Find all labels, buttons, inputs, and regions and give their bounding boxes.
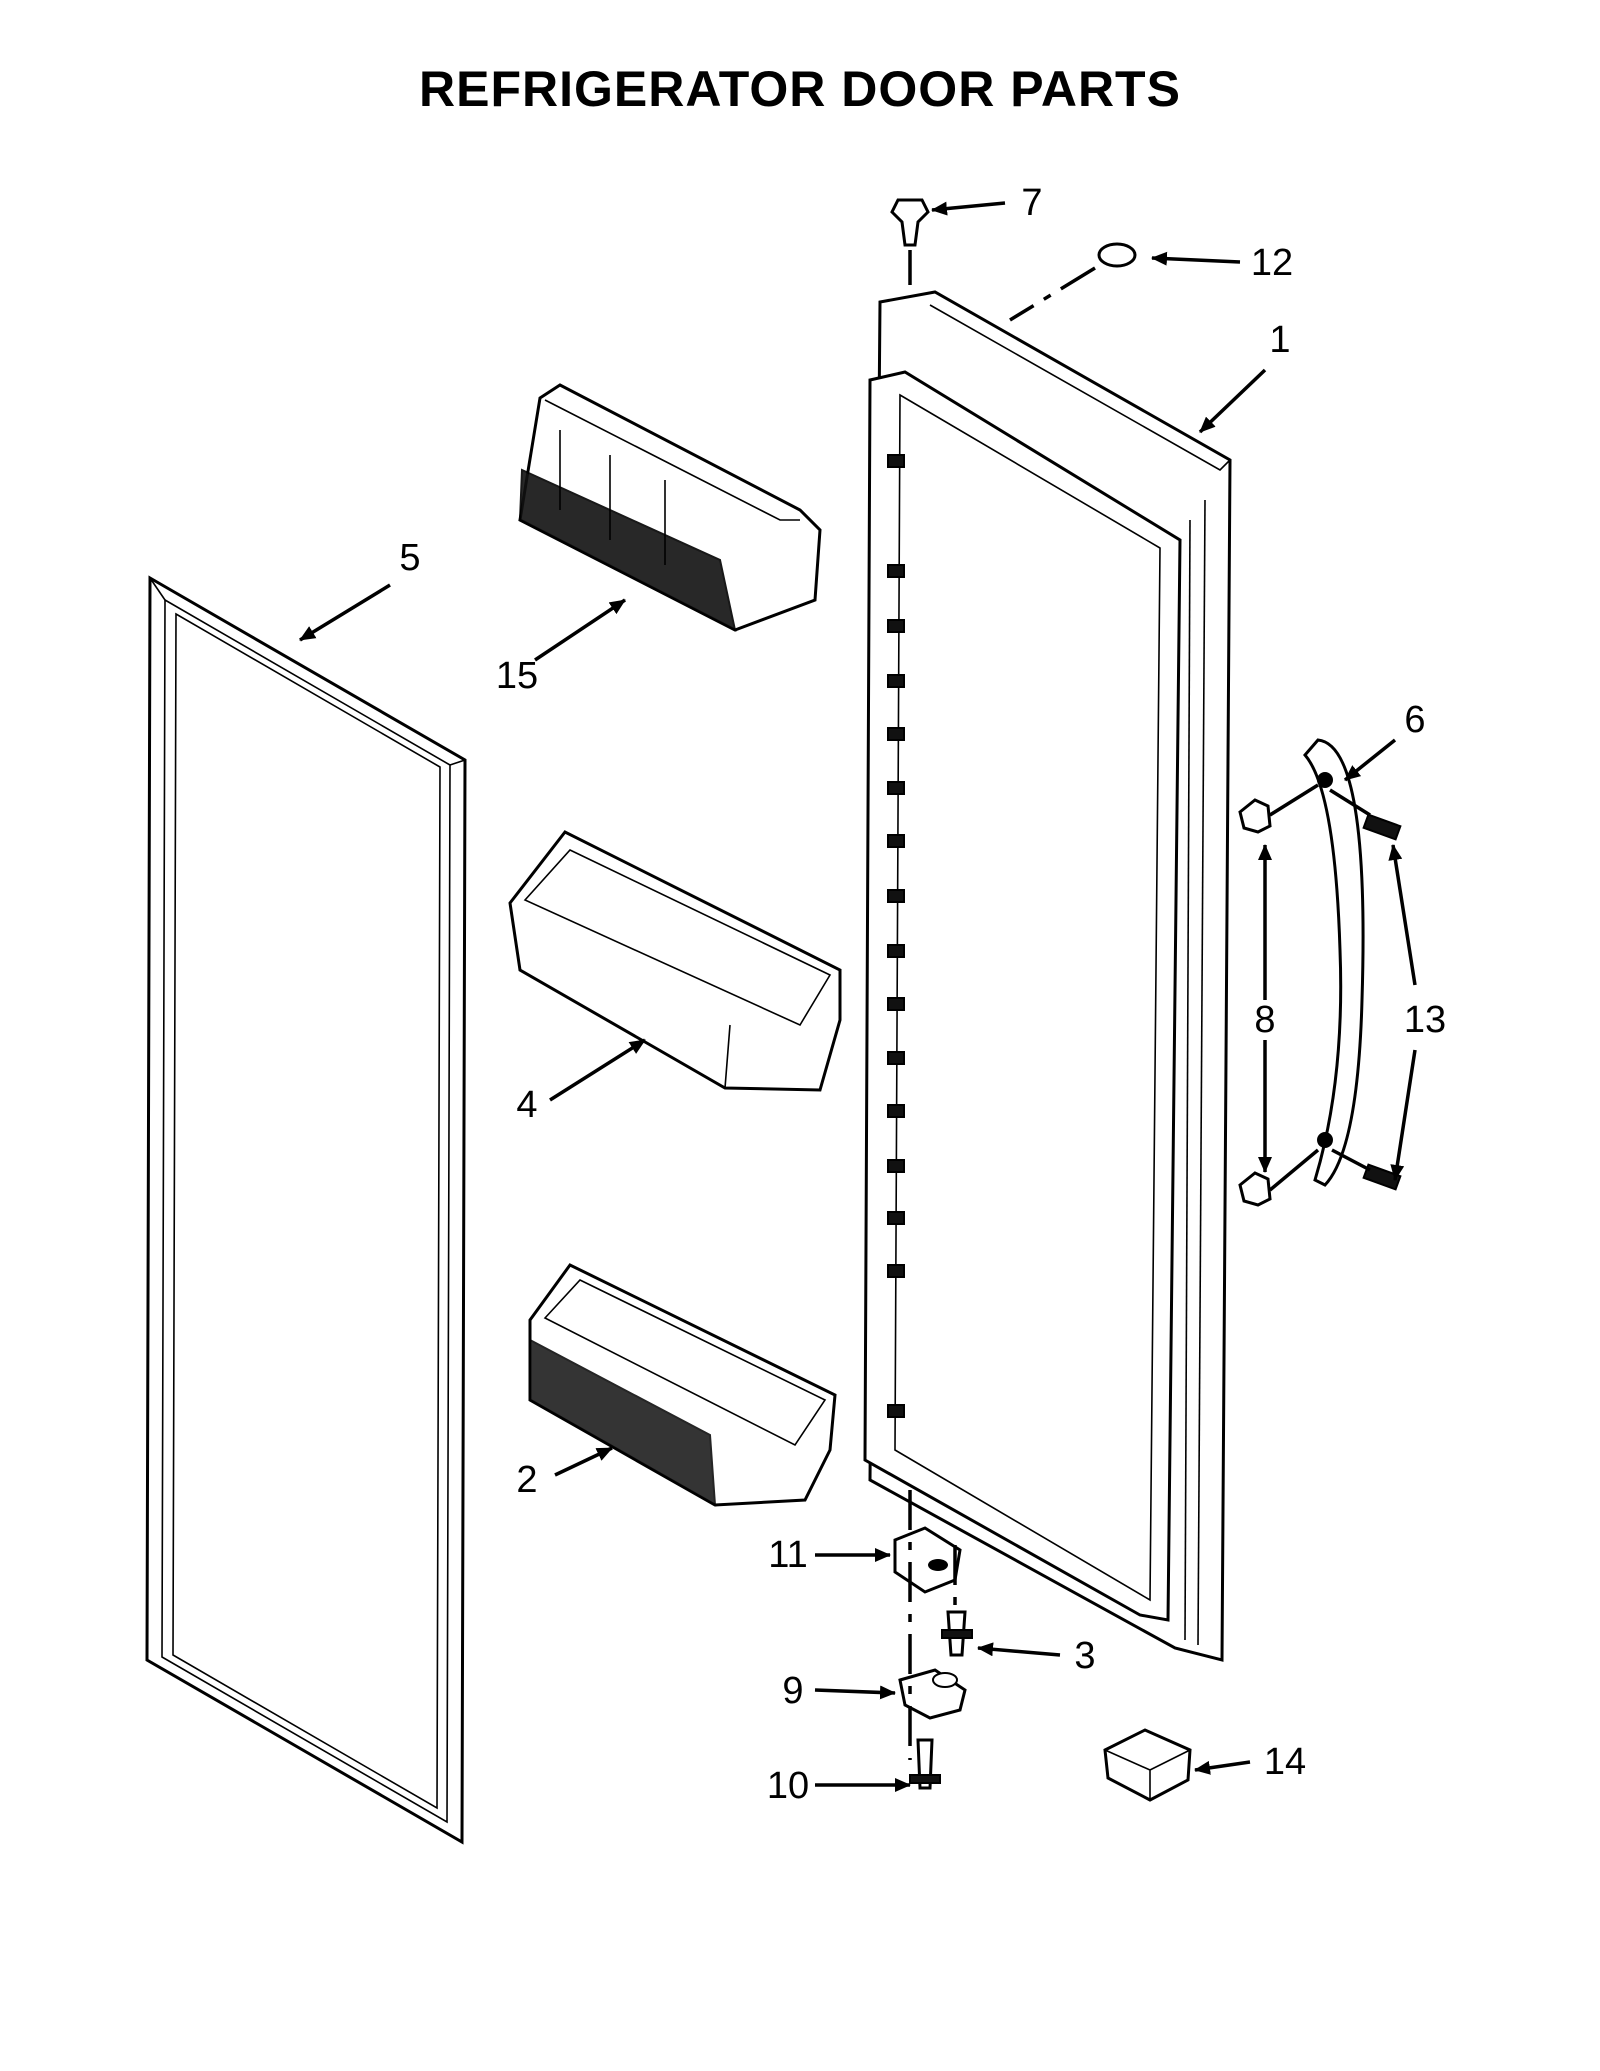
callout-4: 4 — [516, 1084, 537, 1126]
callout-6: 6 — [1404, 699, 1425, 741]
bottom-hinge-part — [898, 1668, 967, 1720]
callout-1: 1 — [1269, 319, 1290, 361]
washer-leader — [1009, 266, 1096, 322]
hinge-cover-part — [1103, 1728, 1192, 1802]
bin-clip-icons — [887, 454, 905, 1418]
callout-12: 12 — [1251, 242, 1293, 284]
dairy-bin-part — [518, 383, 822, 632]
callout-3: 3 — [1074, 1635, 1095, 1677]
callout-14: 14 — [1264, 1741, 1306, 1783]
callout-leaders — [299, 201, 1417, 1792]
callout-8: 8 — [1254, 999, 1275, 1041]
door-assembly-part — [863, 290, 1232, 1662]
callout-2: 2 — [516, 1459, 537, 1501]
callout-15: 15 — [496, 655, 538, 697]
callout-11: 11 — [768, 1534, 807, 1576]
callout-7: 7 — [1021, 182, 1042, 224]
lower-door-bin-part — [528, 1263, 837, 1507]
handle-stud-part — [1238, 783, 1320, 1207]
set-screw-part — [1329, 788, 1402, 1191]
callout-10: 10 — [767, 1765, 809, 1807]
screw-part — [941, 1610, 973, 1657]
door-gasket-part — [145, 575, 467, 1845]
diagram-title: REFRIGERATOR DOOR PARTS — [419, 61, 1181, 117]
door-bin-part — [508, 830, 842, 1092]
callout-13: 13 — [1404, 999, 1446, 1041]
washer-part — [1097, 242, 1137, 268]
callout-5: 5 — [399, 537, 420, 579]
hinge-pin-part — [890, 198, 930, 285]
hinge-screw-part — [909, 1738, 941, 1790]
hinge-shim-part — [893, 1526, 962, 1594]
door-handle-part — [1303, 738, 1365, 1187]
callout-9: 9 — [782, 1670, 803, 1712]
